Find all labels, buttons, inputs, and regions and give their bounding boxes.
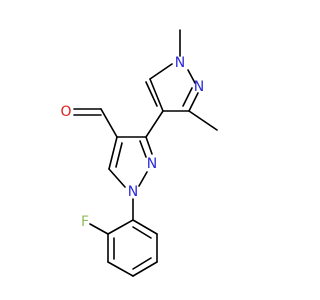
molecule-canvas: N N N N O F bbox=[60, 29, 218, 277]
bond-c4-c5 bbox=[149, 78, 164, 112]
bond-c5-c4-core bbox=[108, 136, 118, 170]
atom-label-n-core-2: N bbox=[147, 156, 157, 172]
bond-c3-methyl bbox=[188, 110, 218, 131]
atom-label-n-methyl: N bbox=[175, 55, 185, 71]
bond-n2-n1-core bbox=[138, 171, 148, 187]
bond-c4-c5-double bbox=[145, 81, 158, 107]
bond-c4-cho bbox=[100, 108, 118, 138]
bond-n1-c5-core bbox=[108, 168, 126, 188]
bond-ph-4-5 bbox=[132, 261, 158, 277]
aldehyde-group bbox=[73, 108, 118, 138]
bond-n1-n2 bbox=[187, 69, 196, 84]
bond-ph-f bbox=[89, 223, 109, 235]
fluorophenyl-ring bbox=[89, 219, 158, 277]
upper-pyrazole-ring bbox=[145, 29, 218, 131]
core-pyrazole-ring bbox=[108, 136, 153, 188]
bond-c5-c4-core-double bbox=[115, 142, 123, 168]
molecule-structure: N N N N O F bbox=[60, 29, 218, 277]
atom-label-n-core-1: N bbox=[128, 184, 138, 200]
bond-ph-6-1 bbox=[132, 219, 158, 235]
atom-label-n-upper: N bbox=[194, 79, 204, 95]
bond-c3-n2-core-double bbox=[139, 140, 147, 158]
bond-c3-n2-core bbox=[145, 136, 153, 155]
bond-n2-c3-double bbox=[182, 87, 193, 107]
atom-label-fluorine: F bbox=[81, 214, 89, 230]
atom-label-oxygen: O bbox=[60, 104, 71, 120]
bond-ph-1-2 bbox=[107, 219, 134, 235]
bond-n1-c5 bbox=[149, 63, 173, 80]
bond-ring-link bbox=[145, 110, 164, 138]
bond-ph-6-1-inner bbox=[132, 226, 152, 239]
bond-ph-3-4 bbox=[107, 261, 134, 277]
bond-ph-4-5-inner bbox=[132, 257, 152, 270]
bond-n2-c3 bbox=[188, 92, 199, 112]
